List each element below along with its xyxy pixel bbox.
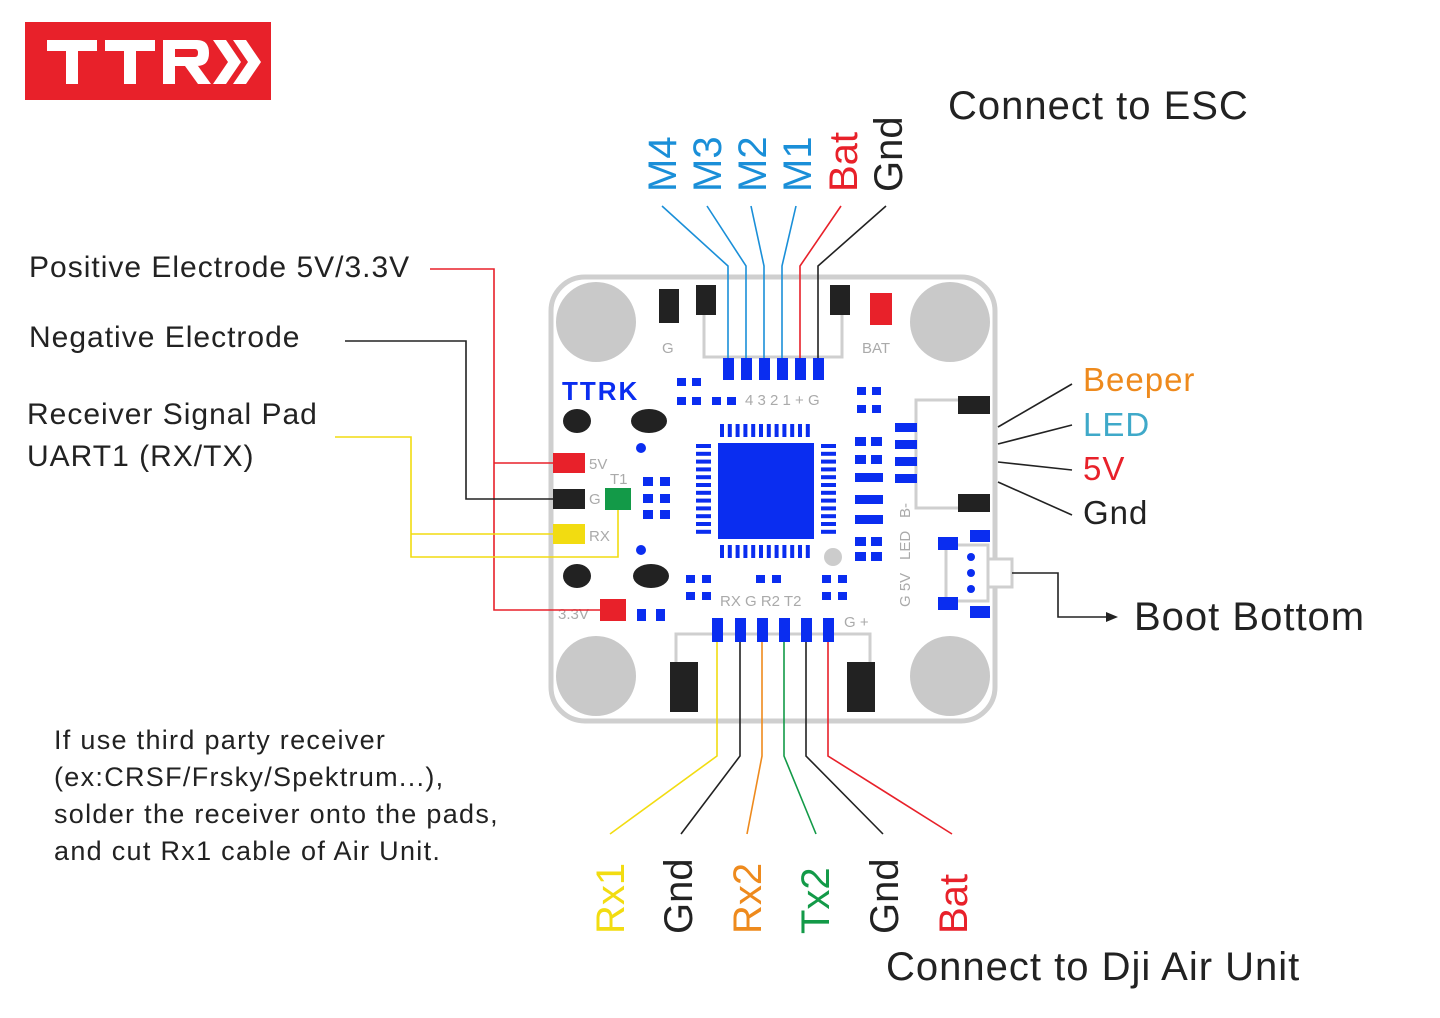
esc-label-m1: M1 — [776, 136, 820, 192]
pad-gnd — [553, 489, 585, 509]
connector-tab — [830, 285, 850, 315]
note-line: (ex:CRSF/Frsky/Spektrum...), — [54, 762, 445, 792]
label-positive-electrode: Positive Electrode 5V/3.3V — [29, 251, 411, 284]
mount-hole — [556, 282, 636, 362]
note-line: If use third party receiver — [54, 725, 387, 755]
air-unit-label-rx2: Rx2 — [726, 863, 770, 934]
esc-wires — [661, 205, 887, 358]
third-party-receiver-note: If use third party receiver (ex:CRSF/Frs… — [54, 722, 499, 870]
label-5v: 5V — [1083, 450, 1126, 487]
connector-tab — [847, 662, 875, 712]
board-logo: TTRK — [562, 376, 639, 406]
silk-g-top: G — [662, 340, 674, 357]
pad-t1 — [605, 488, 631, 510]
silk-g-left: G — [589, 491, 601, 508]
mount-hole — [556, 636, 636, 716]
led-beeper-wires — [997, 383, 1073, 516]
mount-hole — [910, 636, 990, 716]
label-led: LED — [1083, 406, 1151, 443]
title-connect-esc: Connect to ESC — [948, 84, 1249, 128]
silk-5v: 5V — [589, 456, 607, 473]
smd-components — [637, 378, 883, 621]
silk-rx: RX — [589, 528, 610, 545]
connector-tab — [696, 285, 716, 315]
esc-label-gnd: Gnd — [867, 116, 911, 192]
pad-oval — [633, 564, 669, 588]
pad-oval — [563, 564, 591, 588]
air-unit-connector-pins — [712, 618, 834, 642]
silk-led: LED — [897, 531, 914, 560]
silk-3v3: 3.3V — [558, 606, 589, 623]
air-unit-label-rx1: Rx1 — [589, 863, 633, 934]
esc-label-m2: M2 — [731, 136, 775, 192]
mount-hole — [910, 282, 990, 362]
esc-connector-pins — [723, 358, 824, 380]
esc-label-bat: Bat — [822, 132, 866, 192]
air-unit-label-bat: Bat — [932, 874, 976, 934]
title-connect-air-unit: Connect to Dji Air Unit — [886, 945, 1301, 989]
led-beeper-connector — [895, 396, 990, 512]
silk-motor-row: 4 3 2 1 + G — [745, 392, 820, 409]
air-unit-label-gnd: Gnd — [863, 858, 907, 934]
note-line: and cut Rx1 cable of Air Unit. — [54, 836, 442, 866]
esc-label-m4: M4 — [641, 136, 685, 192]
air-unit-label-tx2: Tx2 — [794, 867, 838, 934]
silk-bottom-row: RX G R2 T2 — [720, 593, 801, 610]
connector-tab — [670, 662, 698, 712]
capacitor-pad — [659, 289, 679, 323]
air-unit-label-gnd: Gnd — [657, 858, 701, 934]
esc-label-m3: M3 — [686, 136, 730, 192]
ttrk-logo — [25, 22, 271, 100]
boot-arrow — [1012, 572, 1118, 622]
label-boot-bottom: Boot Bottom — [1134, 595, 1366, 639]
pad-oval — [631, 409, 667, 433]
silk-g-plus: G + — [844, 614, 869, 631]
pad-3v3 — [600, 599, 626, 621]
silk-t1: T1 — [610, 471, 628, 488]
mcu-chip — [696, 424, 842, 566]
pad-rx — [553, 524, 585, 544]
note-line: solder the receiver onto the pads, — [54, 799, 499, 829]
wire-3v3 — [430, 268, 600, 611]
label-negative-electrode: Negative Electrode — [29, 321, 301, 354]
pad-5v — [553, 453, 585, 473]
label-gnd: Gnd — [1083, 494, 1149, 531]
wire-t1 — [335, 436, 619, 558]
silk-b-minus: B- — [897, 503, 914, 518]
label-beeper: Beeper — [1083, 361, 1196, 398]
ttrk-logo-mark — [47, 40, 261, 84]
wire-gnd — [345, 340, 553, 500]
silk-g5v: G 5V — [897, 573, 914, 607]
silk-bat-top: BAT — [862, 340, 890, 357]
label-uart1: UART1 (RX/TX) — [27, 440, 255, 473]
pad-oval — [563, 409, 591, 433]
bat-pad — [870, 293, 892, 325]
air-unit-wires — [609, 642, 953, 835]
label-receiver-signal: Receiver Signal Pad — [27, 398, 318, 431]
